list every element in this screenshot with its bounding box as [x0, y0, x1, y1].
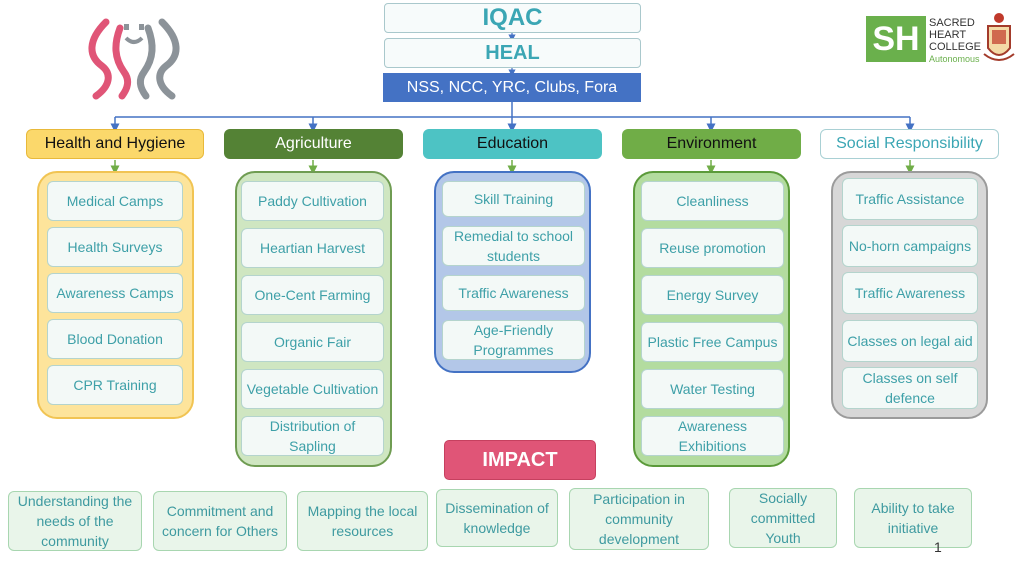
- list-item: Blood Donation: [47, 319, 183, 359]
- list-item: No-horn campaigns: [842, 225, 978, 267]
- college-name-line3: COLLEGE: [929, 41, 981, 53]
- page-number: 1: [934, 539, 942, 555]
- college-crest-icon: [983, 13, 1015, 61]
- list-item: Paddy Cultivation: [241, 181, 384, 221]
- list-item: Vegetable Cultivation: [241, 369, 384, 409]
- list-item: Traffic Awareness: [842, 272, 978, 314]
- category-header-environment: Environment: [622, 129, 801, 159]
- impact-item: Socially committed Youth: [729, 488, 837, 548]
- iqac-box: IQAC: [384, 3, 641, 33]
- list-item: CPR Training: [47, 365, 183, 405]
- list-item: Awareness Camps: [47, 273, 183, 313]
- category-header-education: Education: [423, 129, 602, 159]
- list-item: Age-Friendly Programmes: [442, 320, 585, 360]
- impact-item: Dissemination of knowledge: [436, 489, 558, 547]
- list-item: Distribution of Sapling: [241, 416, 384, 456]
- heal-box: HEAL: [384, 38, 641, 68]
- list-item: Awareness Exhibitions: [641, 416, 784, 456]
- impact-item: Mapping the local resources: [297, 491, 428, 551]
- list-item: Organic Fair: [241, 322, 384, 362]
- college-name-line1: SACRED: [929, 17, 975, 29]
- list-item: Classes on self defence: [842, 367, 978, 409]
- category-header-social: Social Responsibility: [820, 129, 999, 159]
- list-item: Traffic Assistance: [842, 178, 978, 220]
- units-bar: NSS, NCC, YRC, Clubs, Fora: [383, 73, 641, 102]
- list-item: Heartian Harvest: [241, 228, 384, 268]
- list-item: Health Surveys: [47, 227, 183, 267]
- list-item: Reuse promotion: [641, 228, 784, 268]
- impact-item: Ability to take initiative: [854, 488, 972, 548]
- category-header-health: Health and Hygiene: [26, 129, 204, 159]
- list-item: Medical Camps: [47, 181, 183, 221]
- impact-item: Commitment and concern for Others: [153, 491, 287, 551]
- list-item: One-Cent Farming: [241, 275, 384, 315]
- list-item: Energy Survey: [641, 275, 784, 315]
- college-name-line4: Autonomous: [929, 54, 980, 64]
- impact-item: Participation in community development: [569, 488, 709, 550]
- heal-logo-icon: [88, 18, 180, 100]
- impact-box: IMPACT: [444, 440, 596, 480]
- list-item: Plastic Free Campus: [641, 322, 784, 362]
- list-item: Skill Training: [442, 181, 585, 217]
- list-item: Traffic Awareness: [442, 275, 585, 311]
- list-item: Cleanliness: [641, 181, 784, 221]
- college-logo-mark: SH: [866, 16, 926, 62]
- list-item: Remedial to school students: [442, 226, 585, 266]
- list-item: Classes on legal aid: [842, 320, 978, 362]
- college-name: SACRED HEART COLLEGE Autonomous: [929, 17, 981, 65]
- category-header-agriculture: Agriculture: [224, 129, 403, 159]
- impact-item: Understanding the needs of the community: [8, 491, 142, 551]
- list-item: Water Testing: [641, 369, 784, 409]
- college-name-line2: HEART: [929, 29, 967, 41]
